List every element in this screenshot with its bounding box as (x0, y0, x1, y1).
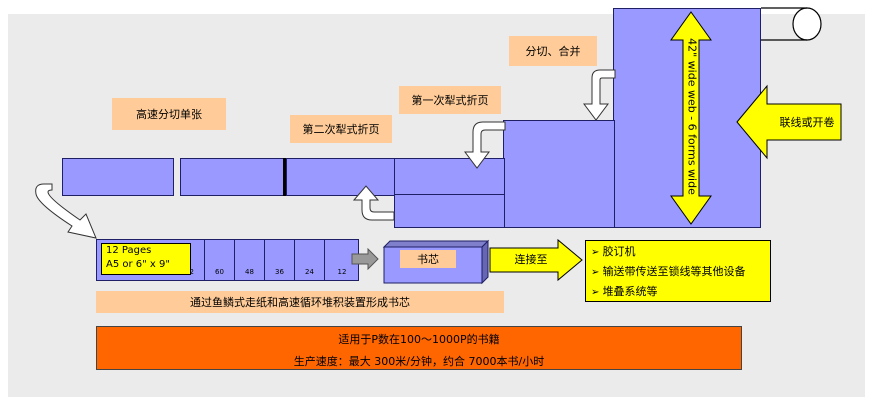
roll-cylinder-icon (761, 7, 822, 41)
web-strip-right (286, 158, 395, 196)
book-block-label: 书芯 (400, 250, 456, 268)
web-strip-mid (180, 158, 286, 196)
count-cell: 48 (235, 240, 265, 280)
web-width-text: 42" wide web - 6 forms wide (685, 38, 699, 195)
count-cell: 60 (205, 240, 235, 280)
label-first-plow-fold: 第一次犁式折页 (399, 86, 501, 114)
label-high-speed-cut: 高速分切单张 (112, 98, 226, 130)
inline-or-roll-label: 联线或开卷 (779, 116, 835, 129)
label-slit-merge: 分切、合并 (509, 36, 597, 66)
count-cell: 24 (295, 240, 325, 280)
fold-arrow-2-icon (464, 121, 506, 169)
slit-merge-block (503, 120, 615, 228)
cut-arrow-icon (35, 183, 97, 239)
pages-size-text: A5 or 6" x 9" (106, 259, 170, 270)
list-item: 堆叠系统等 (591, 282, 770, 302)
footer-line-1: 适用于P数在100～1000P的书籍 (338, 333, 500, 346)
footer-box: 适用于P数在100～1000P的书籍 生产速度：最大 300米/分钟，约合 70… (96, 326, 742, 370)
pages-label-box: 12 Pages A5 or 6" x 9" (101, 243, 191, 275)
connect-to-arrow-icon (489, 238, 583, 282)
fold-arrow-3-icon (352, 185, 395, 221)
pages-count-text: 12 Pages (106, 245, 152, 256)
shingle-description: 通过鱼鳞式走纸和高速循环堆积装置形成书芯 (96, 291, 504, 313)
footer-line-2: 生产速度：最大 300米/分钟，约合 7000本书/小时 (293, 355, 545, 368)
first-fold-divider (394, 194, 505, 195)
inline-or-roll-arrow-icon (736, 84, 842, 160)
label-second-plow-fold: 第二次犁式折页 (290, 115, 392, 143)
count-cell: 36 (265, 240, 295, 280)
connect-to-label: 连接至 (514, 253, 548, 266)
fold-arrow-1-icon (583, 69, 616, 121)
count-cell: 12 (337, 268, 347, 276)
web-width-double-arrow-icon (670, 11, 712, 225)
list-item: 输送带传送至锁线等其他设备 (591, 262, 770, 282)
destinations-list: 胶订机 输送带传送至锁线等其他设备 堆叠系统等 (585, 240, 771, 302)
web-strip-mark (283, 158, 286, 196)
list-item: 胶订机 (591, 242, 770, 262)
web-strip-left (62, 158, 174, 196)
to-book-block-arrow-icon (351, 248, 379, 270)
